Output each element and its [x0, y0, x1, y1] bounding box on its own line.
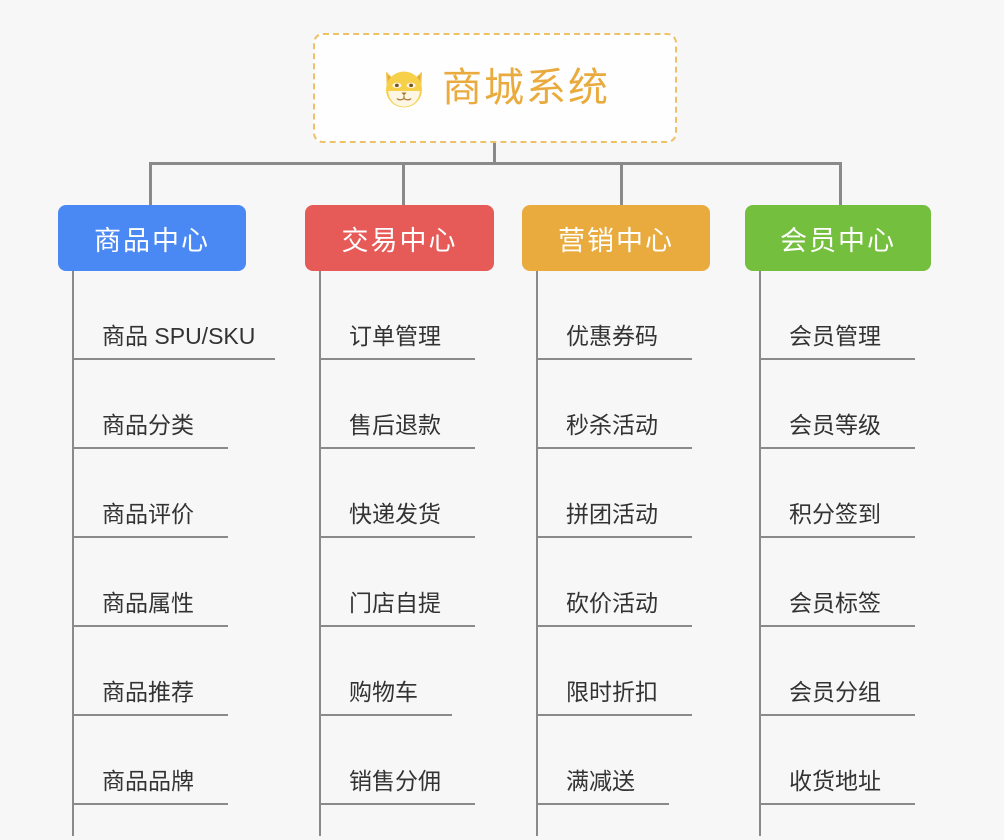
leaf-list: 优惠券码 秒杀活动 拼团活动 砍价活动 限时折扣 满减送: [536, 271, 766, 805]
leaf-underline: [536, 714, 692, 716]
branch-header-label: 商品中心: [94, 225, 210, 256]
leaf-underline: [759, 358, 915, 360]
root-title: 商城系统: [442, 66, 610, 110]
branch-header-交易中心[interactable]: 交易中心: [305, 205, 494, 271]
branch-drop-connector: [149, 162, 152, 205]
leaf-underline: [319, 625, 475, 627]
branch-header-label: 交易中心: [341, 225, 458, 256]
leaf-label: 商品分类: [102, 411, 194, 438]
list-item[interactable]: 商品品牌: [72, 716, 302, 805]
leaf-label: 积分签到: [789, 500, 881, 527]
leaf-list: 商品 SPU/SKU 商品分类 商品评价 商品属性 商品推荐 商品品牌: [72, 271, 302, 805]
leaf-label: 商品 SPU/SKU: [102, 322, 256, 349]
leaf-label: 订单管理: [349, 322, 441, 349]
leaf-label: 会员管理: [789, 322, 881, 349]
list-item[interactable]: 商品推荐: [72, 627, 302, 716]
leaf-underline: [72, 536, 228, 538]
leaf-underline: [759, 447, 915, 449]
leaf-trunk-connector: [72, 271, 74, 836]
leaf-label: 秒杀活动: [566, 411, 658, 438]
leaf-underline: [759, 625, 915, 627]
branch-header-会员中心[interactable]: 会员中心: [745, 205, 931, 271]
list-item[interactable]: 商品评价: [72, 449, 302, 538]
list-item[interactable]: 会员标签: [759, 538, 989, 627]
leaf-underline: [536, 536, 692, 538]
leaf-label: 拼团活动: [566, 500, 658, 527]
leaf-underline: [72, 714, 228, 716]
leaf-underline: [319, 358, 475, 360]
leaf-underline: [759, 714, 915, 716]
leaf-underline: [759, 803, 915, 805]
leaf-label: 商品推荐: [102, 678, 194, 705]
leaf-label: 售后退款: [349, 411, 441, 438]
leaf-trunk-connector: [319, 271, 321, 836]
list-item[interactable]: 门店自提: [319, 538, 549, 627]
branch-drop-connector: [620, 162, 623, 205]
branch-header-label: 营销中心: [558, 225, 674, 256]
leaf-list: 会员管理 会员等级 积分签到 会员标签 会员分组 收货地址: [759, 271, 989, 805]
list-item[interactable]: 拼团活动: [536, 449, 766, 538]
leaf-label: 会员标签: [789, 589, 881, 616]
branch-header-营销中心[interactable]: 营销中心: [522, 205, 710, 271]
leaf-trunk-connector: [536, 271, 538, 836]
list-item[interactable]: 积分签到: [759, 449, 989, 538]
list-item[interactable]: 快递发货: [319, 449, 549, 538]
leaf-underline: [72, 625, 228, 627]
leaf-label: 销售分佣: [349, 767, 441, 794]
leaf-underline: [319, 536, 475, 538]
leaf-underline: [536, 803, 669, 805]
leaf-label: 商品评价: [102, 500, 194, 527]
leaf-label: 优惠券码: [566, 322, 658, 349]
leaf-label: 砍价活动: [566, 589, 658, 616]
leaf-underline: [72, 447, 228, 449]
list-item[interactable]: 砍价活动: [536, 538, 766, 627]
leaf-underline: [72, 803, 228, 805]
branch-drop-connector: [839, 162, 842, 205]
list-item[interactable]: 售后退款: [319, 360, 549, 449]
list-item[interactable]: 商品分类: [72, 360, 302, 449]
leaf-trunk-connector: [759, 271, 761, 836]
branch-bus-connector: [149, 162, 839, 165]
leaf-label: 会员等级: [789, 411, 881, 438]
leaf-label: 快递发货: [349, 500, 441, 527]
leaf-label: 收货地址: [789, 767, 881, 794]
branch-header-label: 会员中心: [780, 225, 896, 256]
leaf-underline: [319, 714, 452, 716]
list-item[interactable]: 商品 SPU/SKU: [72, 271, 302, 360]
leaf-underline: [319, 803, 475, 805]
leaf-label: 会员分组: [789, 678, 881, 705]
leaf-label: 限时折扣: [566, 678, 658, 705]
root-stem-connector: [493, 143, 496, 164]
list-item[interactable]: 会员等级: [759, 360, 989, 449]
list-item[interactable]: 会员分组: [759, 627, 989, 716]
list-item[interactable]: 优惠券码: [536, 271, 766, 360]
leaf-underline: [319, 447, 475, 449]
list-item[interactable]: 销售分佣: [319, 716, 549, 805]
list-item[interactable]: 购物车: [319, 627, 549, 716]
list-item[interactable]: 满减送: [536, 716, 766, 805]
leaf-underline: [759, 536, 915, 538]
list-item[interactable]: 收货地址: [759, 716, 989, 805]
list-item[interactable]: 会员管理: [759, 271, 989, 360]
leaf-label: 商品属性: [102, 589, 194, 616]
list-item[interactable]: 秒杀活动: [536, 360, 766, 449]
leaf-label: 购物车: [349, 678, 418, 705]
leaf-underline: [536, 447, 692, 449]
list-item[interactable]: 商品属性: [72, 538, 302, 627]
leaf-label: 商品品牌: [102, 767, 194, 794]
leaf-underline: [536, 625, 692, 627]
leaf-list: 订单管理 售后退款 快递发货 门店自提 购物车 销售分佣: [319, 271, 549, 805]
branch-header-商品中心[interactable]: 商品中心: [58, 205, 246, 271]
root-node[interactable]: 商城系统: [313, 33, 677, 143]
leaf-underline: [536, 358, 692, 360]
leaf-label: 门店自提: [349, 589, 441, 616]
branch-drop-connector: [402, 162, 405, 205]
list-item[interactable]: 订单管理: [319, 271, 549, 360]
leaf-label: 满减送: [566, 767, 635, 794]
shiba-dog-face-icon: [380, 64, 428, 112]
leaf-underline: [72, 358, 275, 360]
list-item[interactable]: 限时折扣: [536, 627, 766, 716]
